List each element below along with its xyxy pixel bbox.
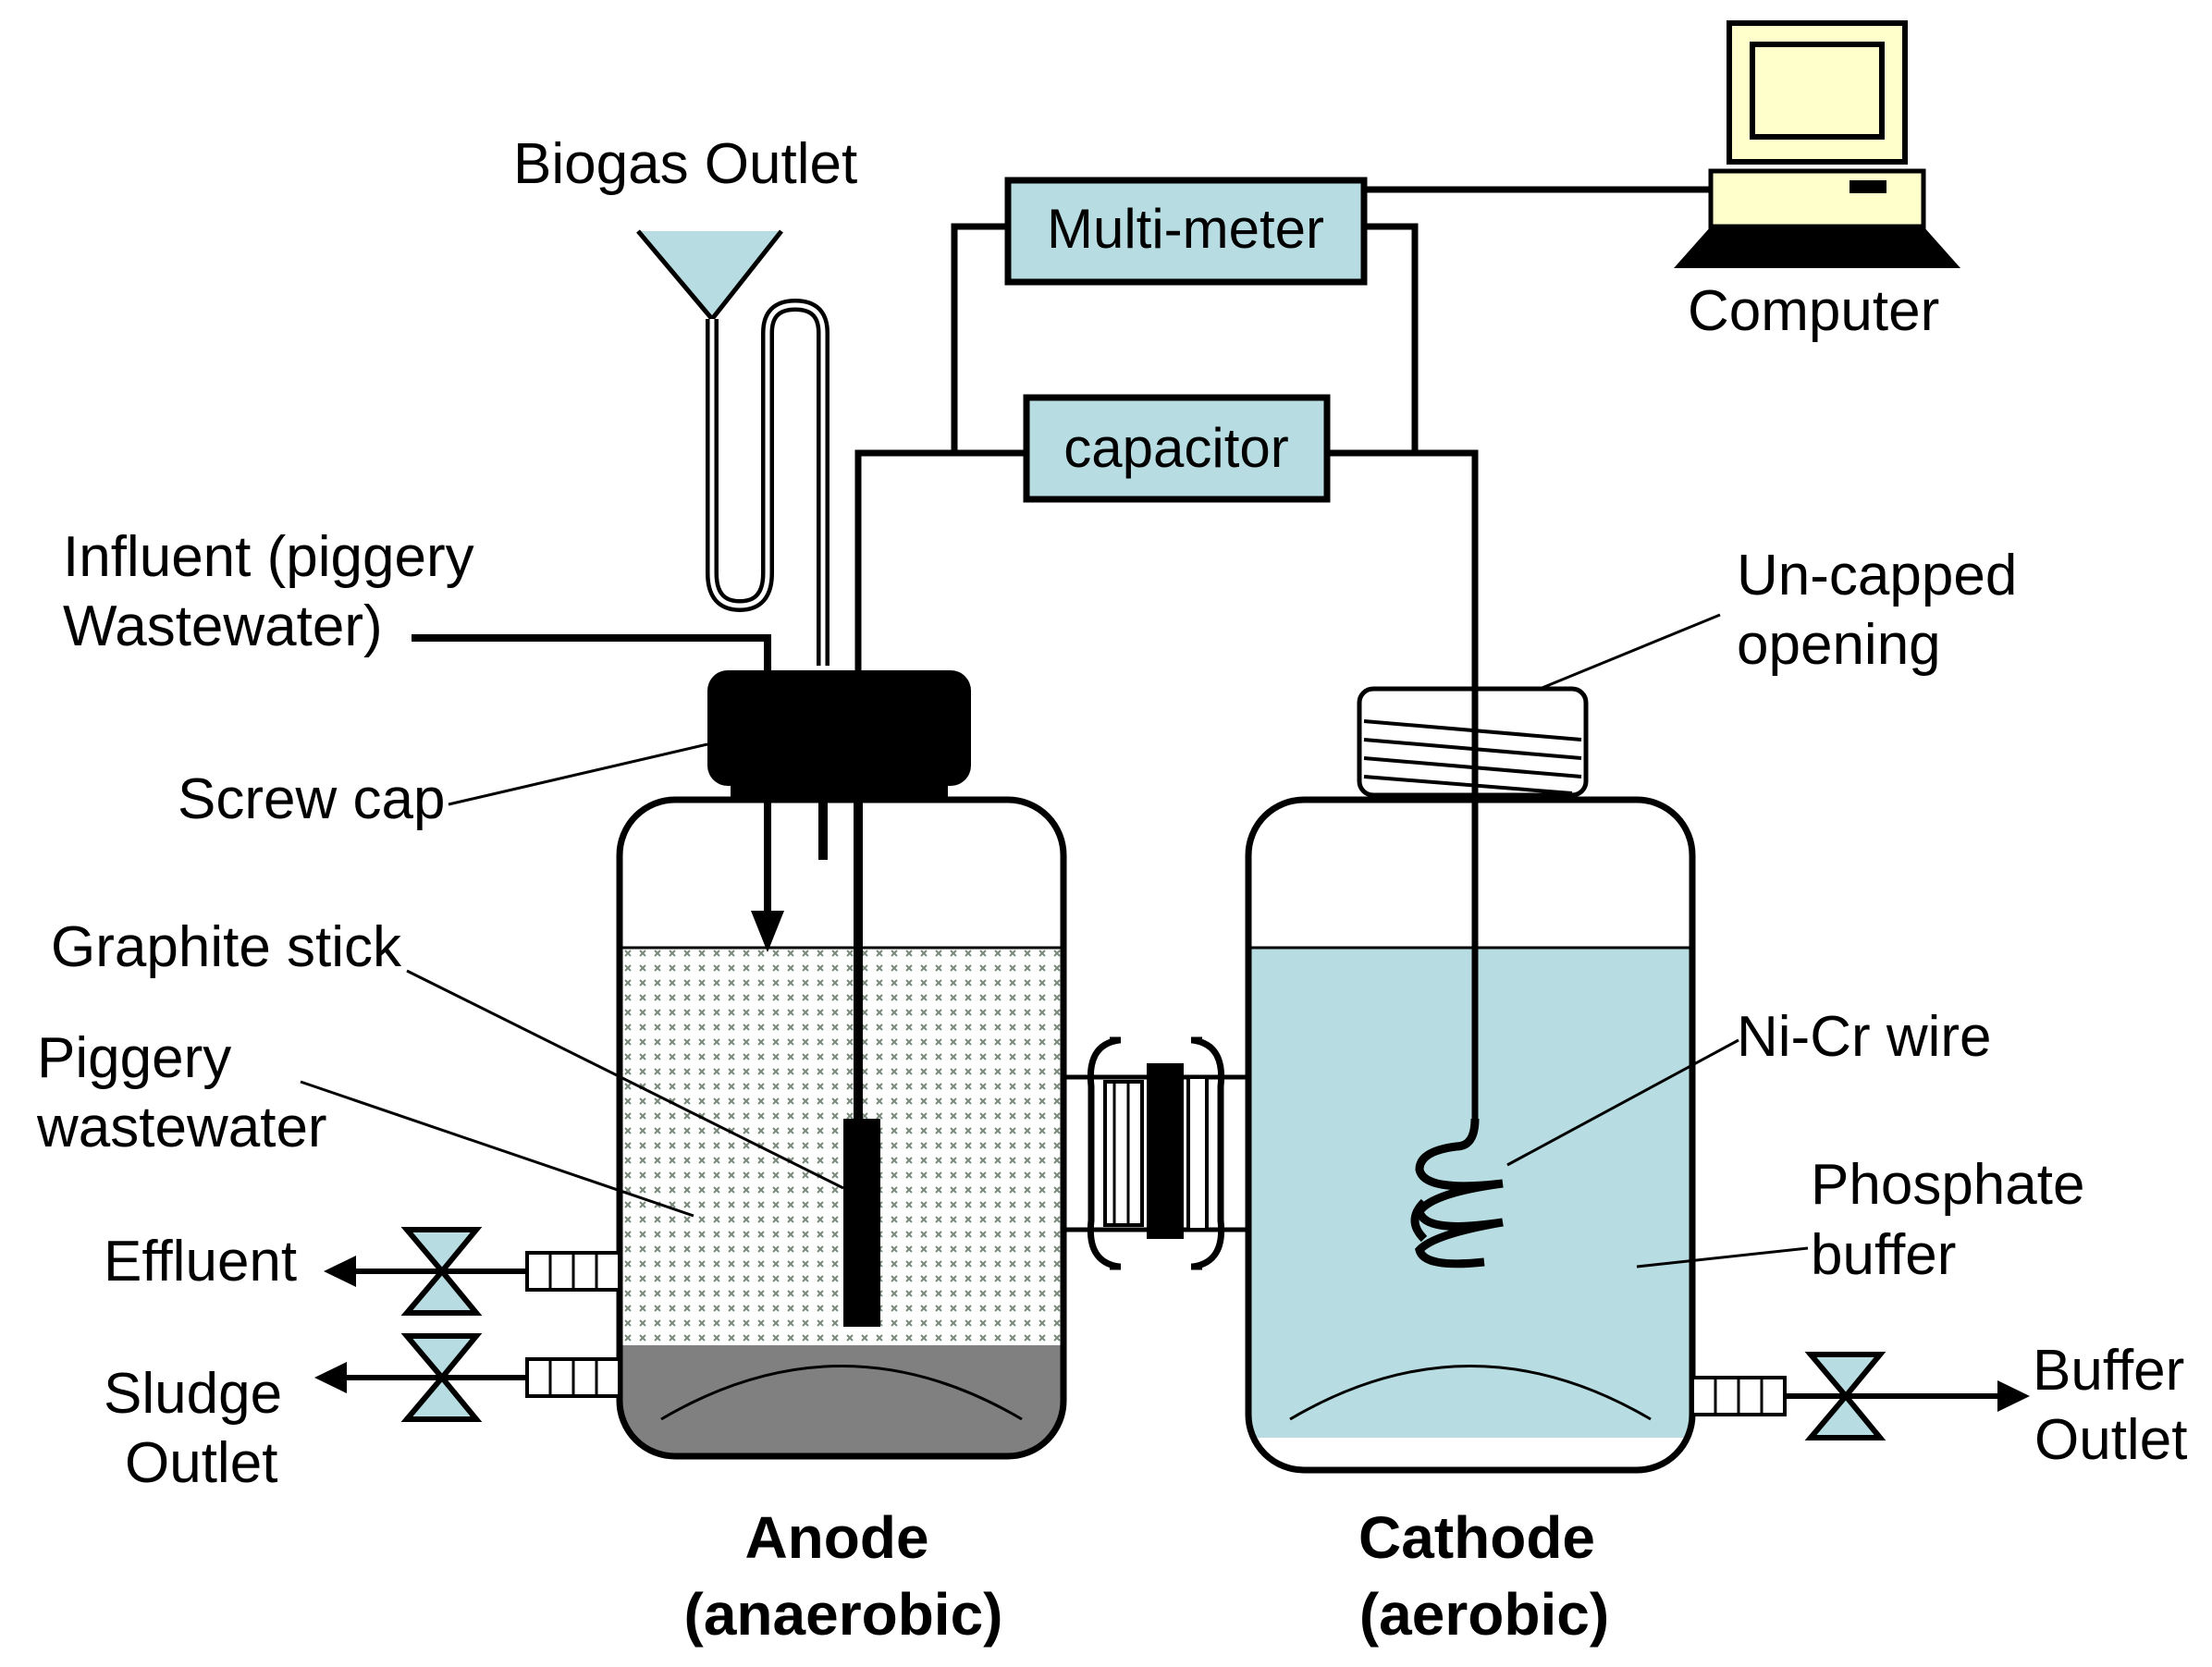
buffer-outlet-label-line2: Outlet xyxy=(2034,1408,2187,1472)
uncapped-label-line1: Un-capped xyxy=(1737,544,2017,607)
membrane-connector xyxy=(1063,1036,1248,1270)
phosphate-label-line1: Phosphate xyxy=(1811,1153,2084,1217)
circuit-wiring xyxy=(951,186,1720,1119)
influent-label-line2: Wastewater) xyxy=(63,594,383,658)
sludge-label-line1: Sludge xyxy=(104,1362,282,1426)
piggery-label-line1: Piggery xyxy=(37,1026,231,1090)
screw-cap-label: Screw cap xyxy=(178,767,445,831)
capacitor-label: capacitor xyxy=(1063,417,1288,479)
graphite-stick-label: Graphite stick xyxy=(51,915,402,979)
sludge-label-line2: Outlet xyxy=(125,1431,277,1495)
effluent-valve[interactable] xyxy=(324,1227,621,1316)
capacitor: capacitor xyxy=(1023,394,1331,503)
cathode-title: Cathode xyxy=(1358,1504,1595,1571)
phosphate-label-line2: buffer xyxy=(1811,1223,1956,1287)
anode-title: Anode xyxy=(744,1504,928,1571)
uncapped-label-line2: opening xyxy=(1737,613,1941,677)
sludge-valve[interactable] xyxy=(314,1333,621,1422)
computer-icon xyxy=(1674,20,1960,268)
buffer-outlet-label-line1: Buffer xyxy=(2033,1339,2184,1403)
influent-label-line1: Influent (piggery xyxy=(63,525,474,589)
anode-vessel xyxy=(616,796,1067,1460)
piggery-wastewater-fill xyxy=(620,948,1063,1345)
multimeter: Multi-meter xyxy=(1004,177,1368,286)
cathode-subtitle: (aerobic) xyxy=(1359,1581,1609,1648)
piggery-label-line2: wastewater xyxy=(36,1096,327,1159)
effluent-label: Effluent xyxy=(104,1230,297,1293)
graphite-stick xyxy=(843,449,1026,1327)
multimeter-label: Multi-meter xyxy=(1047,198,1324,260)
influent-line xyxy=(412,634,784,952)
nicr-wire-coil xyxy=(1410,1118,1504,1269)
biogas-outlet-tube xyxy=(636,229,830,860)
biogas-outlet-label: Biogas Outlet xyxy=(513,132,857,196)
nicr-wire-label: Ni-Cr wire xyxy=(1737,1005,1992,1069)
buffer-outlet-valve[interactable] xyxy=(1690,1352,2030,1440)
leader-lines xyxy=(300,613,1809,1269)
anode-subtitle: (anaerobic) xyxy=(684,1581,1003,1648)
screw-cap xyxy=(707,670,971,786)
computer-label: Computer xyxy=(1688,279,1939,343)
